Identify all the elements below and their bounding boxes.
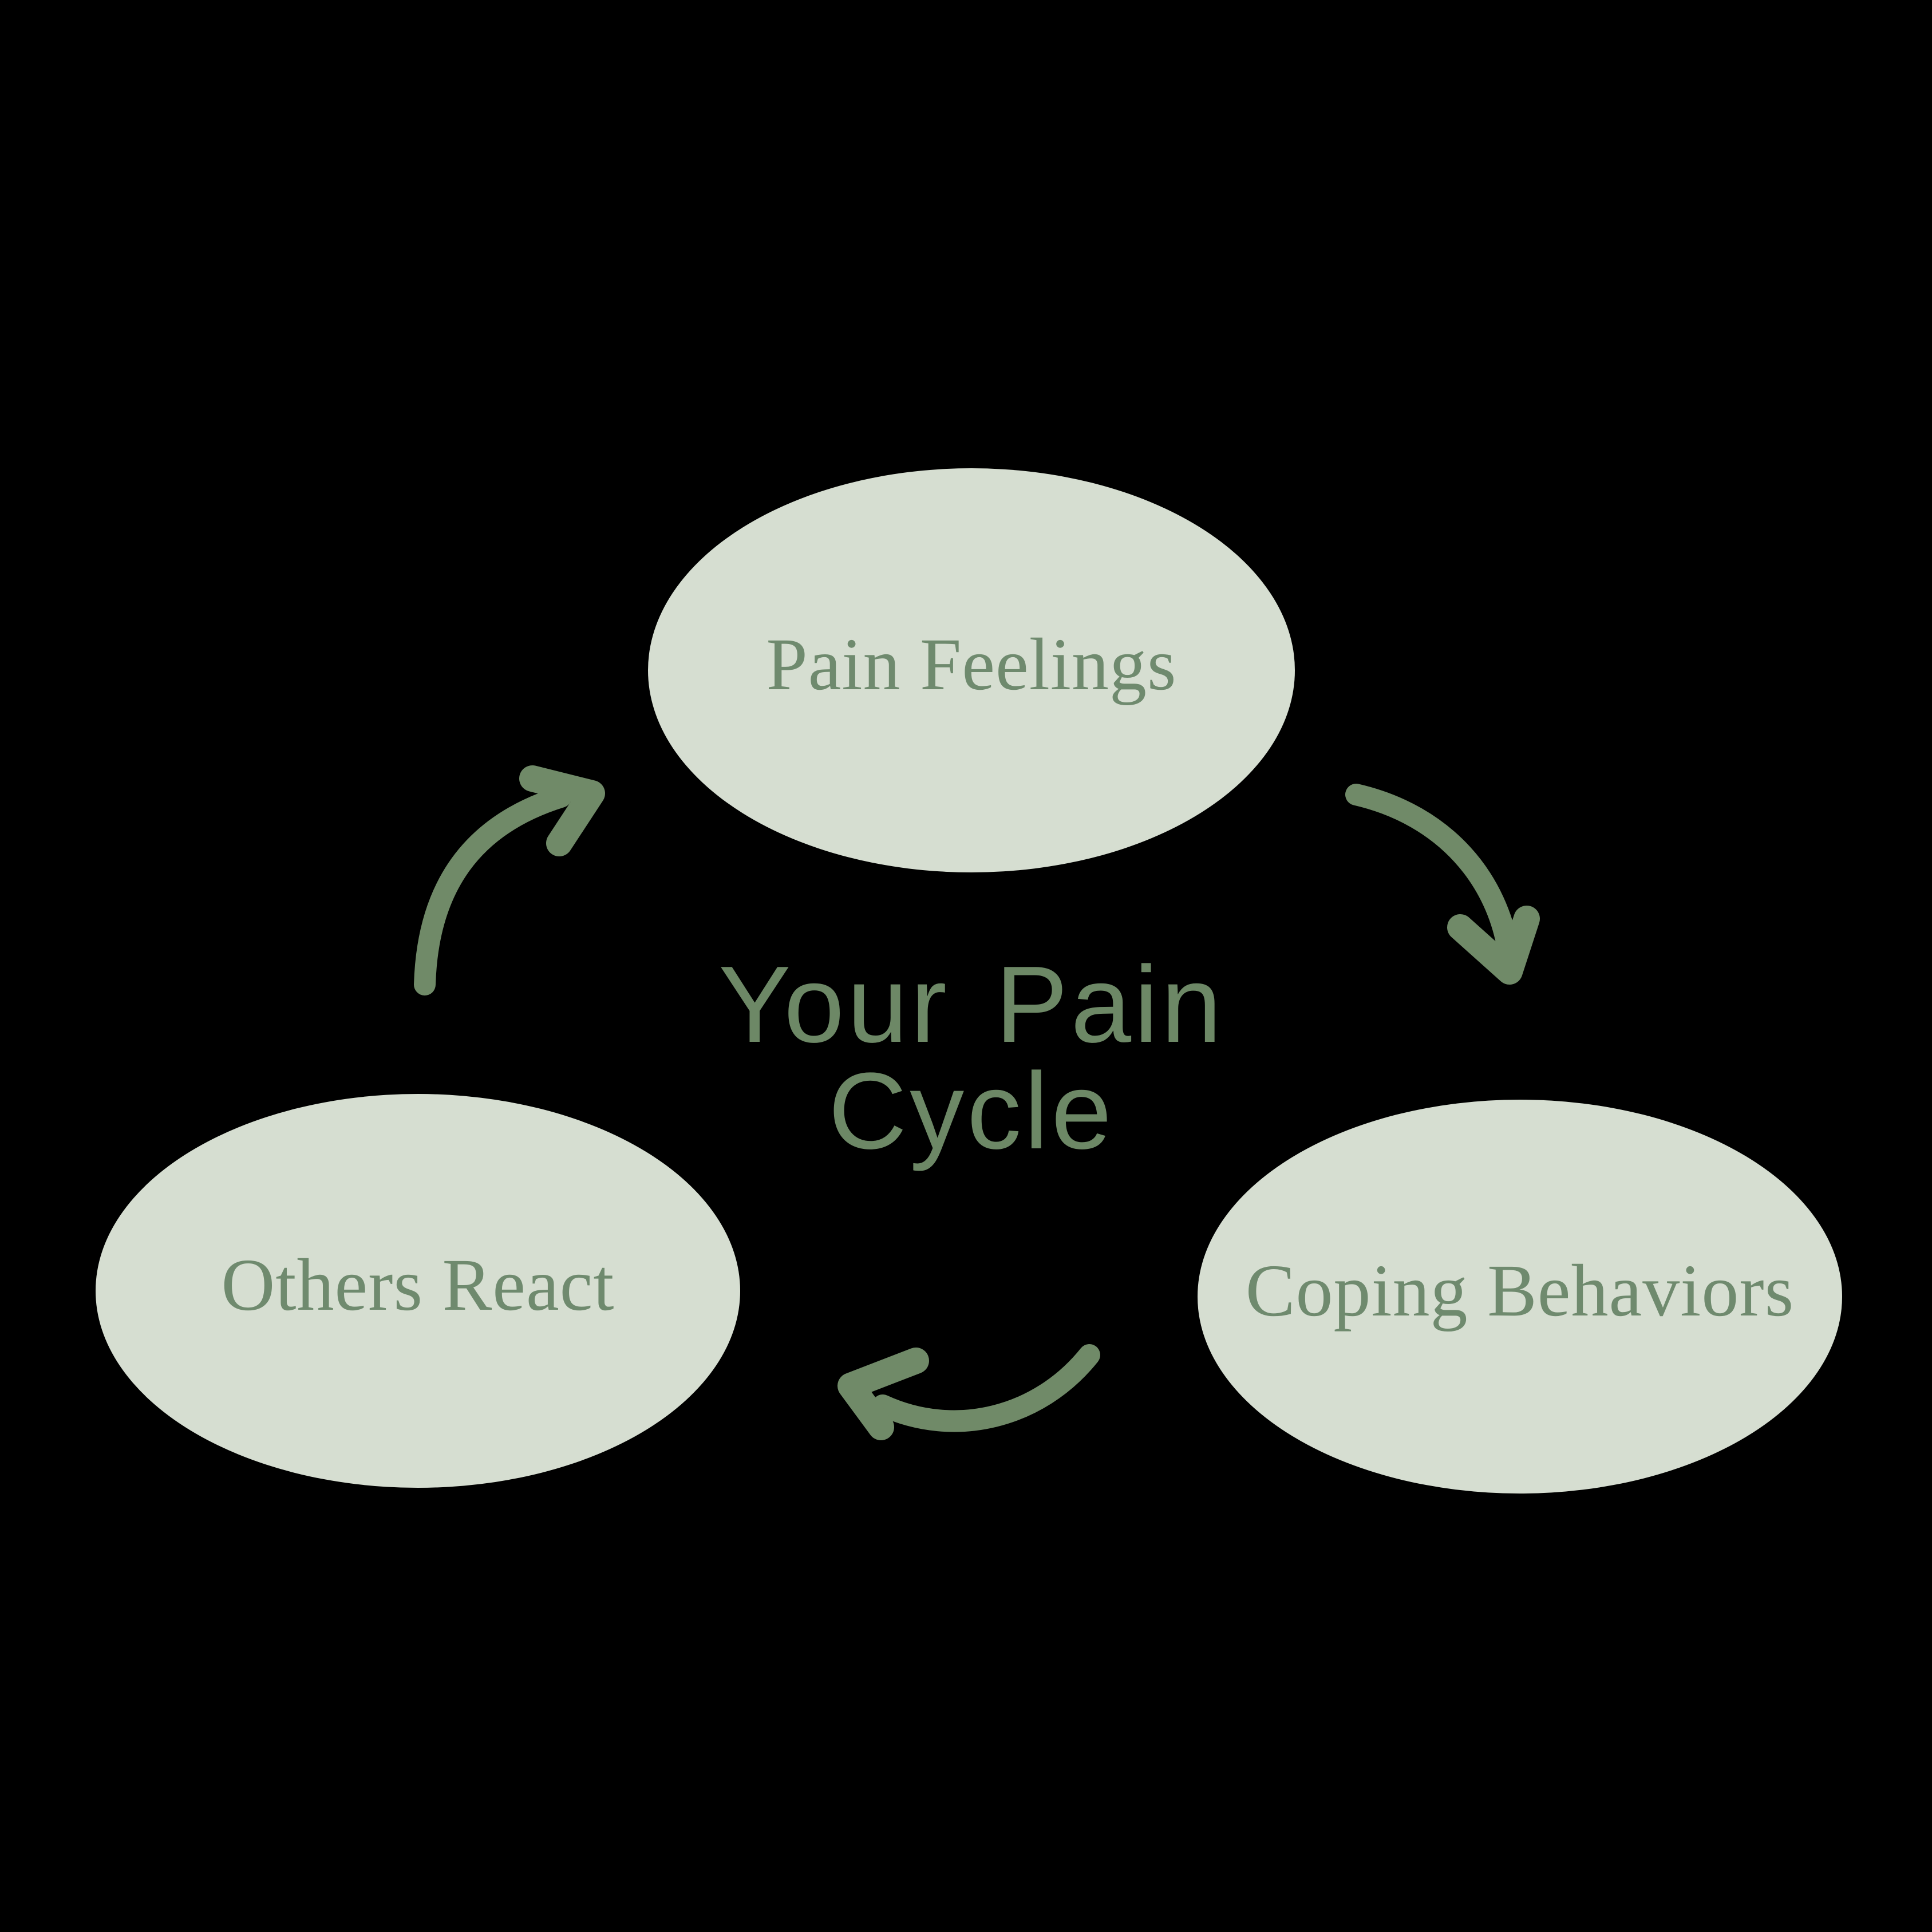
node-coping-behaviors: Coping Behaviors <box>1198 1100 1842 1494</box>
arrow-pain-to-coping-icon <box>1345 784 1540 985</box>
arrow-coping-to-others-icon <box>837 1344 1100 1440</box>
diagram-title-line1: Your Pain <box>718 944 1224 1065</box>
node-coping-behaviors-label: Coping Behaviors <box>1245 1250 1795 1332</box>
node-others-react: Others React <box>96 1094 740 1488</box>
node-pain-feelings: Pain Feelings <box>648 468 1295 872</box>
node-pain-feelings-label: Pain Feelings <box>766 623 1177 706</box>
arrow-others-to-pain-icon <box>414 765 605 995</box>
node-others-react-label: Others React <box>221 1244 615 1326</box>
diagram-title-line2: Cycle <box>828 1050 1115 1172</box>
diagram-title: Your Pain Cycle <box>718 944 1224 1172</box>
